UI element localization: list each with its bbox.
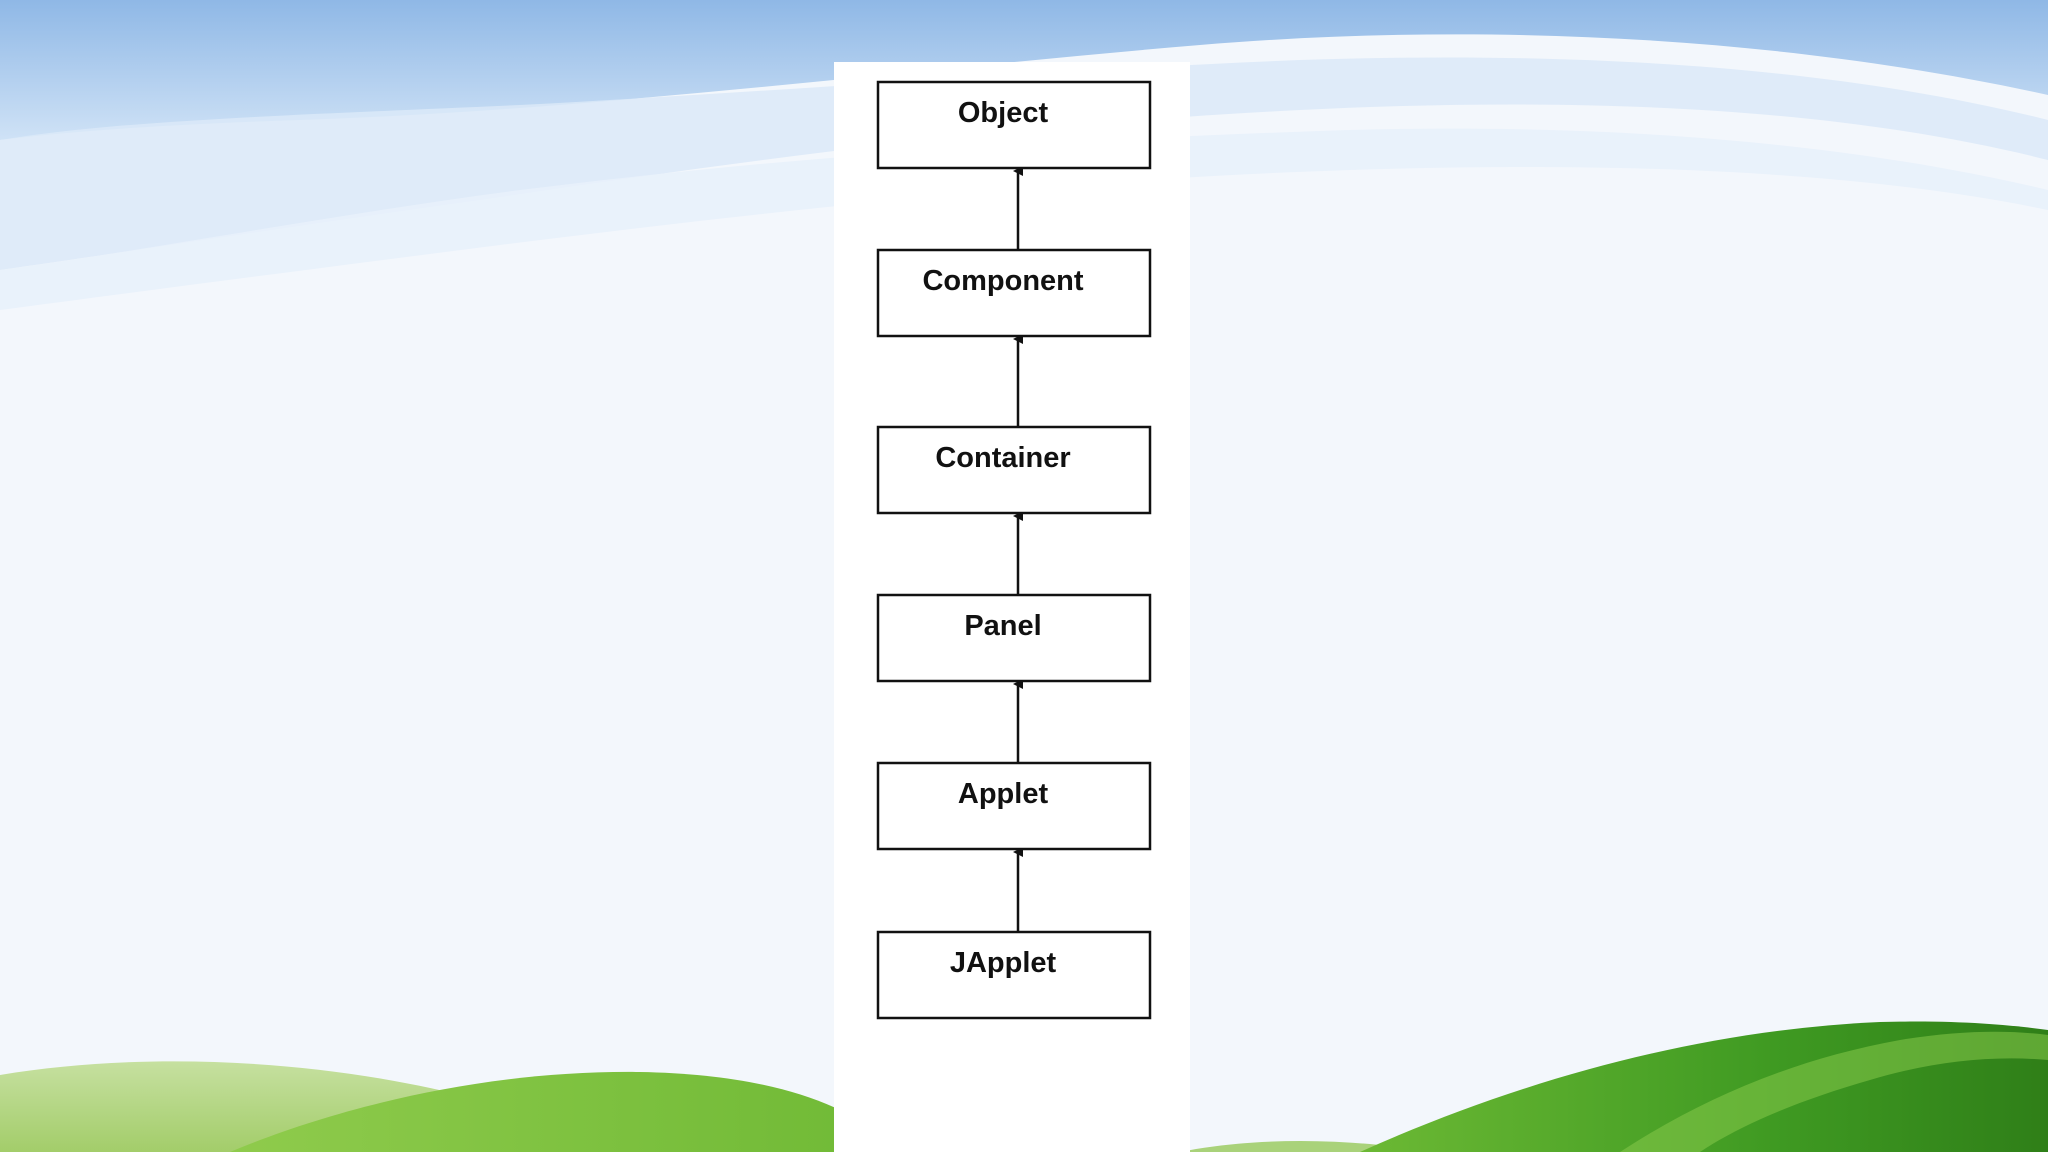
class-box bbox=[876, 761, 1152, 851]
class-label: Object bbox=[958, 97, 1049, 129]
class-node-japplet: JApplet bbox=[876, 930, 1152, 1020]
class-node-object: Object bbox=[876, 80, 1152, 170]
class-box bbox=[876, 593, 1152, 683]
class-label: Component bbox=[922, 265, 1083, 297]
hill-right-light bbox=[1180, 1140, 1420, 1152]
class-box bbox=[876, 80, 1152, 170]
class-label: Container bbox=[935, 442, 1070, 474]
class-label: Panel bbox=[964, 610, 1041, 642]
class-label: Applet bbox=[958, 778, 1049, 810]
class-node-applet: Applet bbox=[876, 761, 1152, 851]
hill-right-stripe bbox=[1620, 1031, 2048, 1152]
class-box bbox=[876, 248, 1152, 338]
class-node-panel: Panel bbox=[876, 593, 1152, 683]
sky-wave-top bbox=[0, 0, 2048, 140]
hill-left-mid bbox=[230, 1071, 900, 1152]
class-node-component: Component bbox=[876, 248, 1152, 338]
class-box bbox=[876, 425, 1152, 515]
class-nodes: ObjectComponentContainerPanelAppletJAppl… bbox=[876, 80, 1152, 1020]
sky-wave-band bbox=[0, 57, 2048, 270]
class-box bbox=[876, 930, 1152, 1020]
class-node-container: Container bbox=[876, 425, 1152, 515]
class-label: JApplet bbox=[950, 947, 1057, 979]
